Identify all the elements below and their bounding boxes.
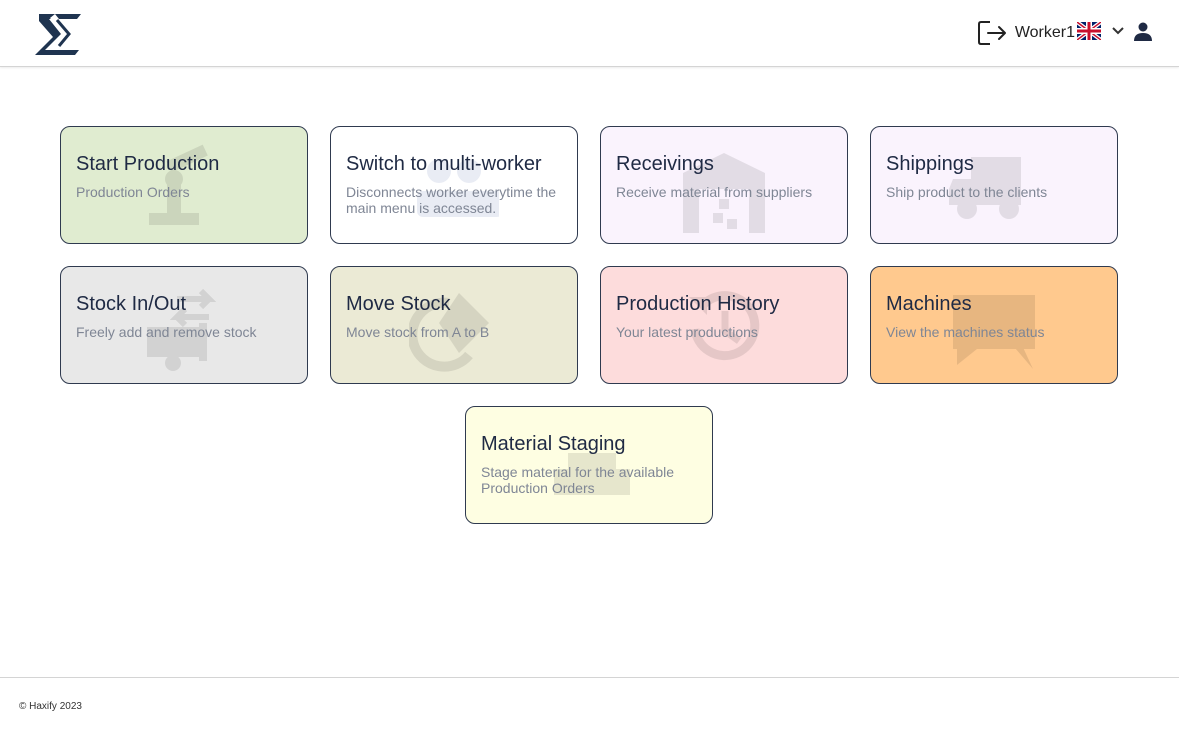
logout-button[interactable]: Worker1 <box>977 18 1075 48</box>
logout-icon <box>977 21 1006 45</box>
machine-alert-icon <box>953 295 1035 369</box>
history-icon <box>689 291 760 361</box>
users-icon <box>417 159 499 217</box>
dolly-swap-icon <box>147 288 217 371</box>
tile-shippings[interactable]: Shippings Ship product to the clients <box>870 126 1118 244</box>
tile-title: Material Staging <box>481 433 626 455</box>
robot-arm-icon <box>149 144 208 225</box>
tile-title: Machines <box>886 293 972 315</box>
tile-description: View the machines status <box>886 324 1045 340</box>
person-icon[interactable] <box>1131 20 1155 44</box>
tile-description: Production Orders <box>76 184 190 200</box>
warehouse-icon <box>683 153 765 233</box>
chevron-down-icon <box>1112 27 1124 35</box>
haxify-logo-icon[interactable] <box>33 10 85 58</box>
copyright-text: © Haxify 2023 <box>19 701 82 712</box>
tile-material-staging[interactable]: Material Staging Stage material for the … <box>465 406 713 524</box>
footer: © Haxify 2023 <box>0 677 1179 734</box>
tile-title: Production History <box>616 293 780 315</box>
top-bar: Worker1 <box>0 0 1179 67</box>
tile-title: Stock In/Out <box>76 293 187 315</box>
rotate-arrow-icon <box>409 293 489 372</box>
tile-description: Move stock from A to B <box>346 324 490 340</box>
tile-production-history[interactable]: Production History Your latest productio… <box>600 266 848 384</box>
tile-description: Your latest productions <box>616 324 758 340</box>
tile-start-production[interactable]: Start Production Production Orders <box>60 126 308 244</box>
tile-stock-in-out[interactable]: Stock In/Out Freely add and remove stock <box>60 266 308 384</box>
tile-machines[interactable]: Machines View the machines status <box>870 266 1118 384</box>
tile-title: Shippings <box>886 153 974 175</box>
uk-flag-icon <box>1077 22 1101 40</box>
tile-title: Start Production <box>76 153 220 175</box>
tile-switch-multi-worker[interactable]: Switch to multi-worker Disconnects worke… <box>330 126 578 244</box>
tile-move-stock[interactable]: Move Stock Move stock from A to B <box>330 266 578 384</box>
tile-description: Disconnects worker everytime the main me… <box>346 184 557 216</box>
tile-description: Receive material from suppliers <box>616 184 813 200</box>
language-selector[interactable] <box>1077 22 1125 40</box>
tile-title: Move Stock <box>346 293 451 315</box>
username-label: Worker1 <box>1014 24 1075 41</box>
pallet-icon <box>554 453 630 495</box>
tile-receivings[interactable]: Receivings Receive material from supplie… <box>600 126 848 244</box>
tile-title: Switch to multi-worker <box>346 153 542 175</box>
tile-description: Stage material for the available Product… <box>481 464 674 496</box>
truck-icon <box>949 157 1021 219</box>
tile-description: Ship product to the clients <box>886 184 1048 200</box>
tile-description: Freely add and remove stock <box>76 324 257 340</box>
tile-title: Receivings <box>616 153 714 175</box>
